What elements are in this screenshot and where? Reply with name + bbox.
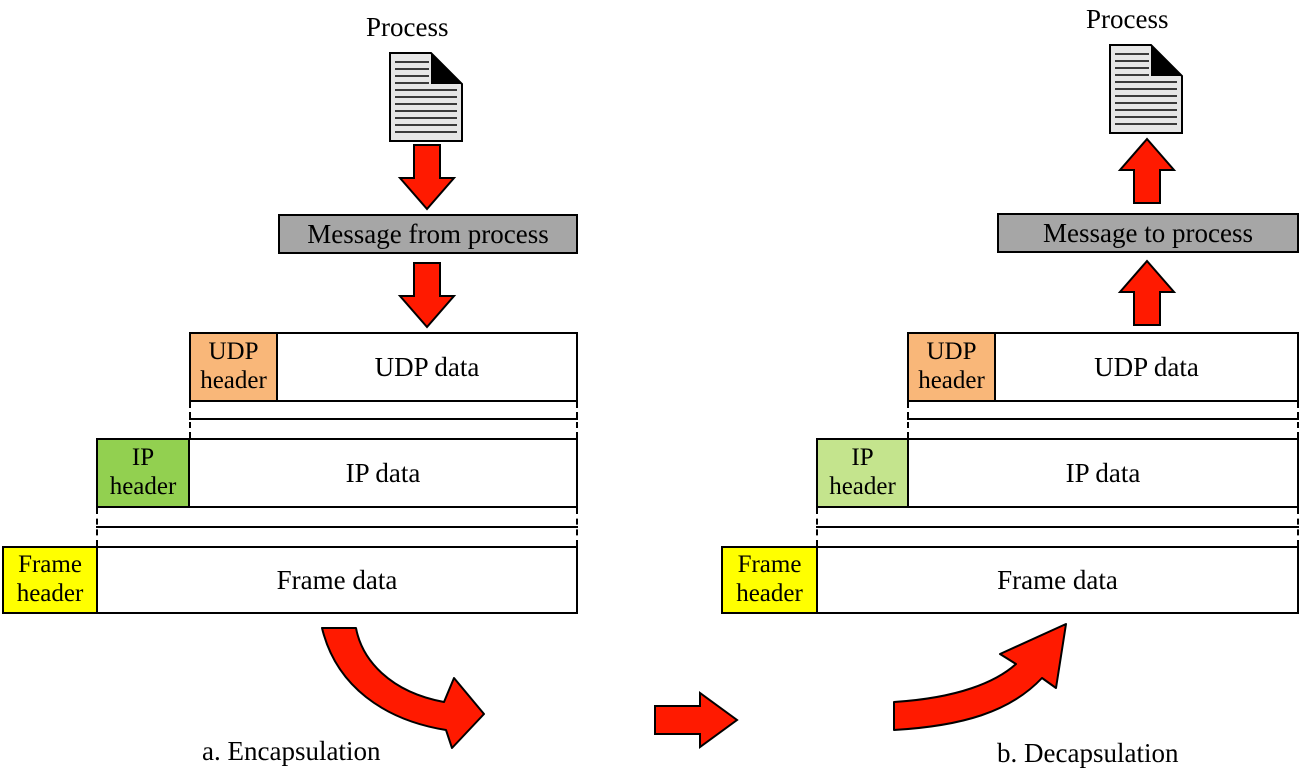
encap-udp-dash-right <box>576 402 578 438</box>
decap-udp-data: UDP data <box>994 332 1299 402</box>
decap-message-box: Message to process <box>997 213 1299 253</box>
encap-arrow-down-icon <box>397 144 457 211</box>
encap-udp-header-line2: header <box>200 367 267 394</box>
decap-udp-header-line2: header <box>918 367 985 394</box>
decap-ip-header-line1: IP <box>851 444 874 472</box>
decap-ip-header: IP header <box>816 438 909 508</box>
encap-caption: a. Encapsulation <box>202 736 381 766</box>
decap-udp-data-label: UDP data <box>1094 351 1199 382</box>
encap-udp-data-label: UDP data <box>374 351 480 382</box>
middle-arrow-right-icon <box>654 691 739 749</box>
decap-arrow-up-icon-2 <box>1117 259 1177 326</box>
decap-arrow-up-icon <box>1117 137 1177 204</box>
decap-udp-header-line1: UDP <box>926 338 977 366</box>
encap-message-box: Message from process <box>278 214 578 254</box>
encap-frame-header-line2: header <box>16 580 84 607</box>
decap-frame-data: Frame data <box>816 546 1299 614</box>
decap-udp-header: UDP header <box>907 332 996 402</box>
encap-frame-data-label: Frame data <box>276 564 398 595</box>
decap-udp-dash-right <box>1297 402 1299 438</box>
encap-udp-header-line1: UDP <box>208 338 259 366</box>
encap-ip-header-line2: header <box>109 473 177 500</box>
decap-udp-bracket <box>907 418 1299 420</box>
encap-ip-bracket <box>96 526 578 528</box>
decap-frame-header: Frame header <box>721 546 818 614</box>
decap-frame-header-line1: Frame <box>737 551 802 579</box>
decap-message-label: Message to process <box>1043 217 1253 248</box>
encap-arrow-down-icon-2 <box>397 262 457 329</box>
decap-caption: b. Decapsulation <box>997 738 1179 768</box>
decap-process-label: Process <box>1086 4 1169 34</box>
decap-ip-data-label: IP data <box>1065 457 1141 488</box>
encap-curved-arrow-icon <box>321 627 485 749</box>
encap-frame-data: Frame data <box>96 546 578 614</box>
encap-udp-data: UDP data <box>276 332 578 402</box>
decap-curved-arrow-icon <box>893 623 1067 731</box>
decap-ip-header-line2: header <box>829 473 896 500</box>
decap-ip-data: IP data <box>907 438 1299 508</box>
encap-frame-header-line1: Frame <box>18 551 82 579</box>
decap-frame-data-label: Frame data <box>997 564 1118 595</box>
decap-ip-bracket <box>816 526 1299 528</box>
encap-udp-bracket <box>189 418 578 420</box>
encap-message-label: Message from process <box>307 218 549 249</box>
decap-frame-header-line2: header <box>736 580 803 607</box>
encap-ip-data-label: IP data <box>345 457 421 488</box>
encap-ip-header-line1: IP <box>131 444 155 472</box>
encap-udp-dash-left <box>189 402 191 438</box>
encap-document-icon <box>389 52 463 142</box>
encap-ip-data: IP data <box>188 438 578 508</box>
encap-frame-header: Frame header <box>2 546 98 614</box>
encap-ip-header: IP header <box>96 438 190 508</box>
encap-udp-header: UDP header <box>189 332 278 402</box>
decap-udp-dash-left <box>907 402 909 438</box>
encap-process-label: Process <box>366 12 449 42</box>
decap-document-icon <box>1109 44 1183 134</box>
